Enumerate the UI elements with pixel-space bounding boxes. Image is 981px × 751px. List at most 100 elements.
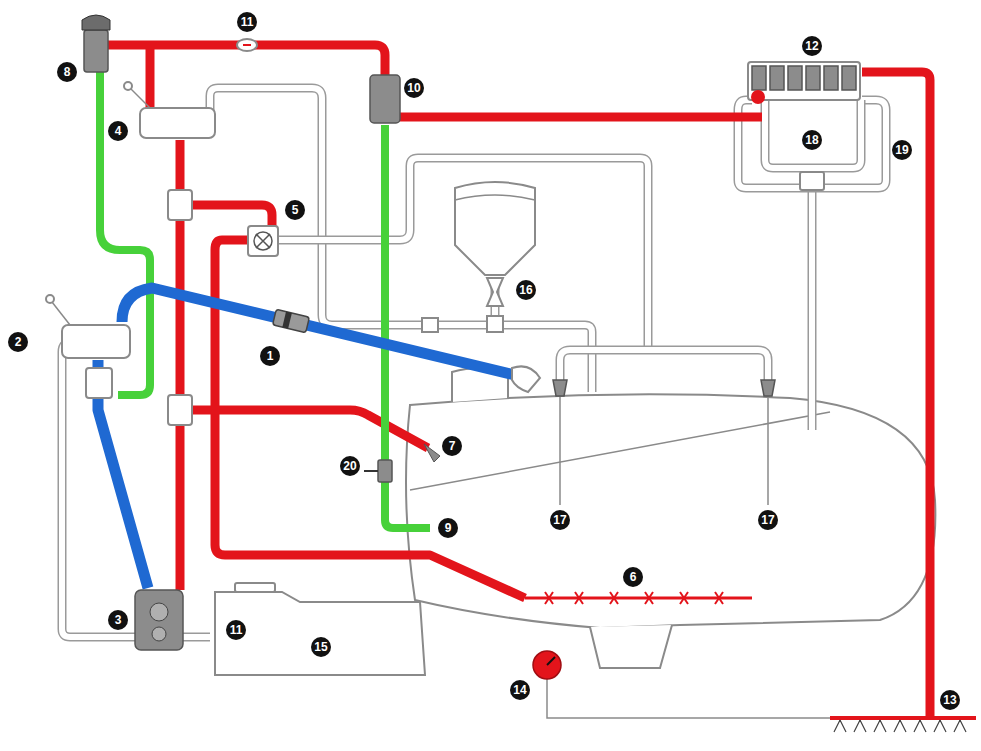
spray-boom xyxy=(834,720,966,732)
chemical-hopper xyxy=(455,195,535,200)
pressure-pipes xyxy=(862,72,930,718)
rinse-tank xyxy=(215,592,425,675)
valves xyxy=(364,470,378,472)
return-pipes xyxy=(560,350,768,385)
pump xyxy=(135,590,183,650)
callout-number: 11 xyxy=(226,620,246,640)
section-valves xyxy=(806,66,820,90)
callout-number: 20 xyxy=(340,456,360,476)
valves xyxy=(130,88,150,108)
pressure-dial xyxy=(533,651,561,679)
valves xyxy=(254,232,272,250)
agitation-nozzles xyxy=(553,380,775,505)
valves xyxy=(86,368,112,398)
valves xyxy=(46,295,54,303)
pump xyxy=(135,590,183,650)
pressure-pipes xyxy=(180,410,428,448)
agitation-nozzles xyxy=(761,380,775,396)
pump xyxy=(150,603,168,621)
pressure-pipes xyxy=(100,45,930,718)
pressure-pipes xyxy=(545,592,723,604)
line-filter xyxy=(282,312,292,329)
valves xyxy=(256,234,270,248)
return-pipes xyxy=(560,350,768,385)
valves xyxy=(168,395,192,425)
section-valves xyxy=(842,66,856,90)
callout-number: 17 xyxy=(758,510,778,530)
main-tank xyxy=(590,625,672,668)
main-tank xyxy=(410,412,830,490)
section-valves xyxy=(824,66,838,90)
valves xyxy=(124,82,132,90)
callout-number: 11 xyxy=(237,12,257,32)
valves xyxy=(62,325,130,358)
section-valves xyxy=(770,66,784,90)
rinse-tank xyxy=(215,583,425,675)
valves xyxy=(378,460,392,482)
pressure-gauge xyxy=(84,30,108,72)
callout-number: 8 xyxy=(57,62,77,82)
valves xyxy=(248,226,278,256)
section-valves xyxy=(748,62,860,190)
pressure-pipes xyxy=(146,45,155,108)
chemical-hopper xyxy=(455,182,535,306)
suction-pipes xyxy=(98,72,540,588)
callout-number: 9 xyxy=(438,518,458,538)
return-pipes xyxy=(765,100,861,168)
pressure-dial xyxy=(547,657,555,665)
main-tank xyxy=(406,368,935,668)
return-pipes xyxy=(809,188,815,430)
section-valves xyxy=(752,66,766,90)
valves xyxy=(243,44,251,46)
rinse-tank xyxy=(235,583,275,592)
suction-pipes xyxy=(512,366,540,392)
chemical-hopper xyxy=(455,182,535,275)
spray-boom xyxy=(830,716,976,720)
return-pipes xyxy=(278,158,648,350)
callout-number: 3 xyxy=(108,610,128,630)
return-pipes xyxy=(422,318,438,332)
valves xyxy=(46,39,400,482)
section-valves xyxy=(748,62,860,100)
callout-number: 10 xyxy=(404,78,424,98)
suction-pipes xyxy=(122,288,515,375)
callout-number: 4 xyxy=(108,121,128,141)
return-pipes xyxy=(765,100,861,168)
callout-number: 12 xyxy=(802,36,822,56)
agitation-nozzles xyxy=(767,392,769,505)
valves xyxy=(140,108,215,138)
return-pipes xyxy=(487,316,503,332)
callout-number: 16 xyxy=(516,280,536,300)
pressure-dial xyxy=(547,679,830,718)
pressure-pipes xyxy=(424,444,440,462)
agitation-nozzles xyxy=(553,380,567,396)
section-valves xyxy=(751,90,765,104)
pressure-dial xyxy=(533,651,830,718)
return-pipes xyxy=(278,158,648,350)
pressure-gauge xyxy=(82,15,110,72)
callout-number: 6 xyxy=(623,567,643,587)
pressure-gauge xyxy=(82,15,110,30)
callout-number: 13 xyxy=(940,690,960,710)
return-pipes xyxy=(62,88,886,637)
callout-number: 19 xyxy=(892,140,912,160)
callout-number: 18 xyxy=(802,130,822,150)
callout-number: 5 xyxy=(285,200,305,220)
valves xyxy=(52,302,70,325)
agitation-nozzles xyxy=(559,392,561,505)
callout-number: 1 xyxy=(260,346,280,366)
spray-boom xyxy=(830,718,976,732)
section-valves xyxy=(788,66,802,90)
pressure-pipes xyxy=(395,113,762,122)
callout-number: 7 xyxy=(442,436,462,456)
callout-number: 2 xyxy=(8,332,28,352)
callout-number: 14 xyxy=(510,680,530,700)
callout-number: 15 xyxy=(311,637,331,657)
chemical-hopper xyxy=(487,278,503,306)
line-filter xyxy=(273,309,310,332)
line-filter xyxy=(273,309,310,332)
section-valves xyxy=(800,172,824,190)
valves xyxy=(237,39,257,51)
